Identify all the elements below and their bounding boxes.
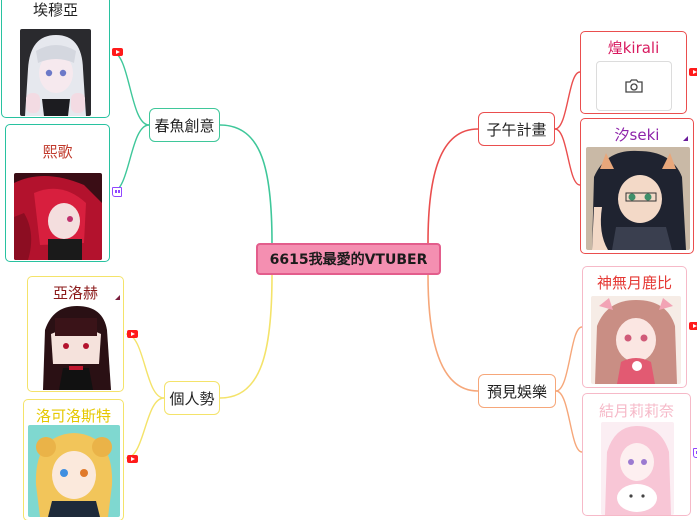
card-huangkirali-name: 煌kirali [607, 39, 660, 57]
link-ziwu-kirali [554, 71, 581, 130]
central-topic[interactable]: 6615我最愛的VTUBER [256, 243, 441, 275]
branch-geren[interactable]: 個人勢 [164, 381, 220, 415]
card-yaluohe-name: 亞洛赫 [52, 284, 98, 302]
branch-yujian-label: 預見娛樂 [486, 382, 547, 401]
branch-chunyu-label: 春魚創意 [154, 116, 215, 135]
avatar-jieyue [601, 422, 674, 515]
youtube-icon[interactable] [112, 48, 123, 56]
link-geren-luokeluo [125, 397, 165, 459]
card-shaseki-name: 汐seki [614, 126, 660, 144]
card-luokeluosite[interactable]: 洛可洛斯特 [23, 399, 124, 520]
branch-ziwu-label: 子午計畫 [486, 120, 547, 139]
branch-geren-label: 個人勢 [169, 389, 215, 408]
card-shenwuyue[interactable]: 神無月鹿比 [582, 266, 687, 388]
card-luokeluosite-name: 洛可洛斯特 [35, 407, 111, 425]
card-jieyue-name: 結月莉莉奈 [598, 402, 674, 420]
image-placeholder [596, 61, 672, 111]
branch-chunyu[interactable]: 春魚創意 [149, 108, 220, 142]
card-jieyue[interactable]: 結月莉莉奈 [582, 393, 691, 516]
avatar-shaseki [586, 147, 690, 250]
card-xige[interactable]: 熙歌 [5, 124, 110, 262]
card-corner-marker [683, 136, 688, 141]
card-xige-name: 熙歌 [42, 143, 73, 161]
avatar-yaluohe [33, 304, 119, 390]
central-topic-label: 6615我最愛的VTUBER [269, 252, 428, 268]
link-central-yujian [427, 274, 479, 392]
card-yaluohe[interactable]: 亞洛赫 [27, 276, 124, 392]
avatar-luokeluosite [28, 425, 120, 517]
card-aimuya-name: 埃穆亞 [32, 1, 78, 19]
twitch-icon[interactable] [112, 187, 122, 197]
youtube-icon[interactable] [689, 322, 697, 330]
avatar-aimuya [20, 29, 91, 116]
camera-icon [625, 79, 643, 93]
card-aimuya[interactable]: 埃穆亞 [1, 0, 110, 118]
link-ziwu-seki [554, 128, 581, 186]
avatar-shenwuyue [591, 296, 681, 384]
link-chunyu-aimuya [111, 51, 150, 126]
link-geren-yaluohe [125, 333, 165, 399]
card-shenwuyue-name: 神無月鹿比 [596, 274, 672, 292]
link-central-ziwu [427, 128, 479, 244]
card-shaseki[interactable]: 汐seki [580, 118, 694, 254]
link-chunyu-xige [111, 124, 150, 193]
twitch-icon[interactable] [693, 448, 697, 458]
youtube-icon[interactable] [127, 330, 138, 338]
link-central-geren [219, 274, 273, 399]
avatar-xige [14, 173, 102, 260]
youtube-icon[interactable] [127, 455, 138, 463]
link-central-chunyu [219, 124, 273, 244]
card-huangkirali[interactable]: 煌kirali [580, 31, 687, 114]
link-yujian-shenwuyue [555, 326, 583, 392]
card-corner-marker [115, 295, 120, 300]
youtube-icon[interactable] [689, 68, 697, 76]
branch-yujian[interactable]: 預見娛樂 [478, 374, 556, 408]
branch-ziwu[interactable]: 子午計畫 [478, 112, 555, 146]
link-yujian-jieyue [555, 390, 583, 453]
